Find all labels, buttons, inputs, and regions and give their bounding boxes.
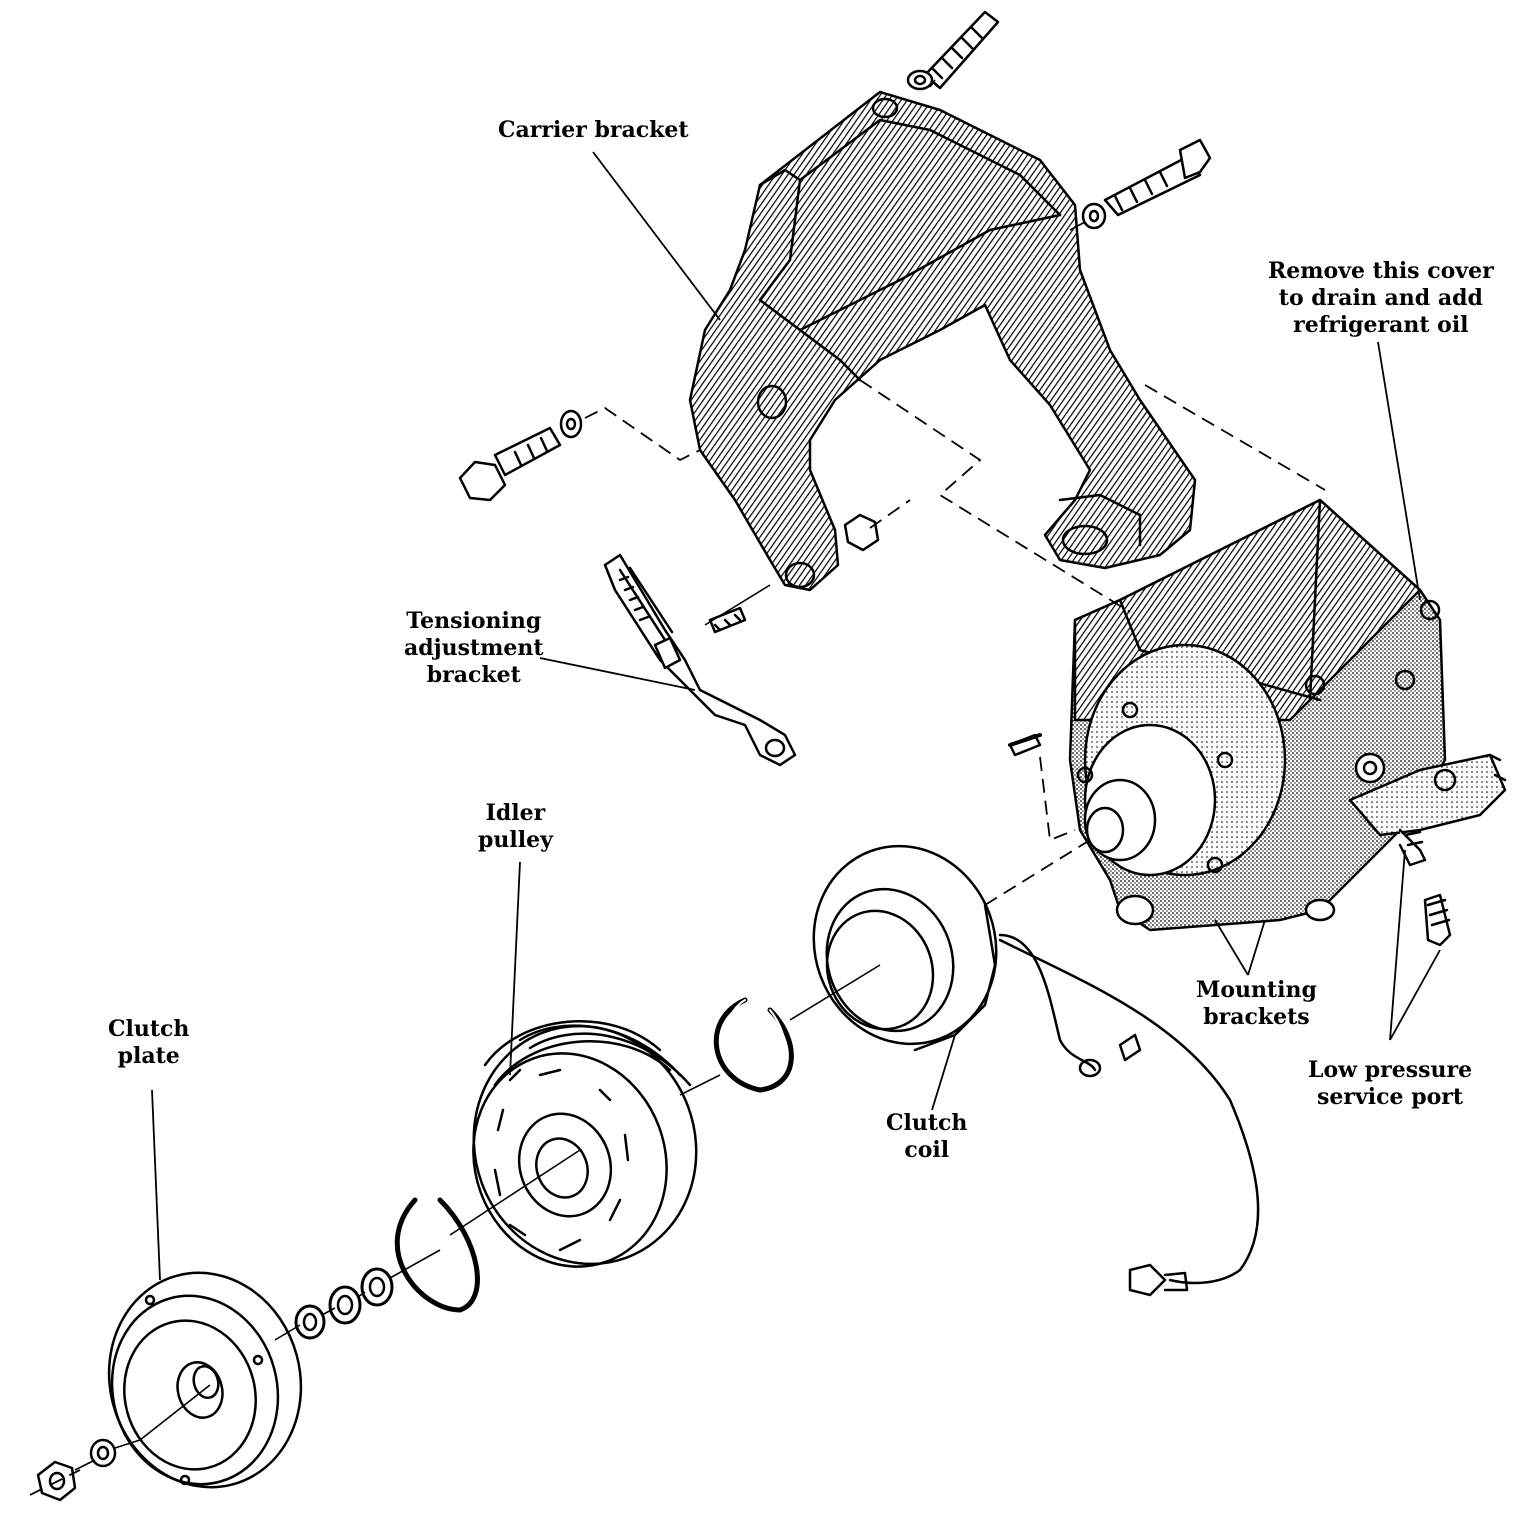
label-line: bracket	[426, 662, 521, 688]
label-line: Mounting	[1196, 977, 1317, 1003]
label-clutch-plate: Clutch plate	[108, 1016, 189, 1070]
label-line: coil	[904, 1137, 950, 1163]
washers	[89, 1267, 394, 1468]
nut-lower	[843, 513, 880, 552]
label-carrier-bracket: Carrier bracket	[498, 117, 689, 144]
label-mounting-brackets: Mounting brackets	[1196, 977, 1317, 1031]
label-low-pressure-port: Low pressure service port	[1308, 1057, 1472, 1111]
clutch-coil	[812, 844, 1260, 1297]
tensioning-bracket	[603, 553, 797, 767]
label-line: adjustment	[404, 635, 544, 661]
snap-ring-upper	[713, 997, 794, 1093]
bolt-top	[906, 10, 1000, 91]
label-line: Clutch	[886, 1110, 968, 1136]
label-line: refrigerant oil	[1293, 312, 1469, 338]
label-line: Carrier bracket	[498, 117, 689, 143]
compressor	[1008, 498, 1507, 947]
clutch-plate	[107, 1271, 303, 1489]
axis-lines	[74, 79, 1086, 1471]
label-line: brackets	[1203, 1004, 1310, 1030]
label-line: Remove this cover	[1268, 258, 1494, 284]
label-tensioning-bracket: Tensioning adjustment bracket	[404, 608, 544, 689]
key-pin	[1008, 733, 1042, 747]
label-line: Low pressure	[1308, 1057, 1473, 1083]
label-line: plate	[117, 1043, 180, 1069]
carrier-bracket	[688, 90, 1197, 592]
label-line: pulley	[478, 827, 553, 853]
label-line: Tensioning	[406, 608, 542, 634]
snap-ring-lower	[394, 1197, 480, 1313]
bolt-upper-right	[1081, 138, 1212, 230]
idler-pulley	[472, 1020, 698, 1268]
label-line: Clutch	[108, 1016, 190, 1042]
label-line: Idler	[485, 800, 546, 826]
leader-lines	[151, 151, 1441, 1281]
label-remove-cover: Remove this cover to drain and add refri…	[1268, 258, 1494, 339]
label-clutch-coil: Clutch coil	[886, 1110, 967, 1164]
alignment-lines	[29, 379, 1326, 1496]
label-line: service port	[1317, 1084, 1464, 1110]
bolt-left	[458, 409, 583, 502]
label-line: to drain and add	[1278, 285, 1483, 311]
label-idler-pulley: Idler pulley	[478, 800, 553, 854]
